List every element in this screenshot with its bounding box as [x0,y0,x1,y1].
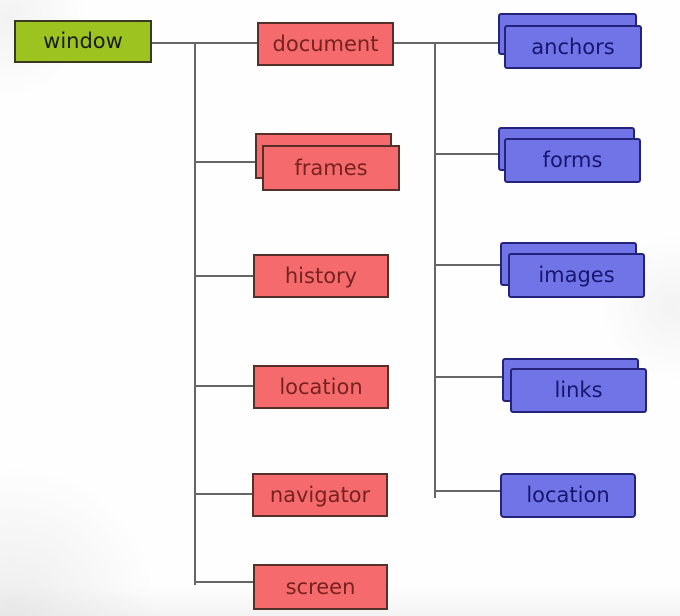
connector-trunk-to-history [194,275,253,277]
node-anchors: anchors [498,13,643,70]
node-location-label: location [279,374,363,399]
node-links-label: links [554,378,603,402]
node-document-label: document [272,31,379,56]
node-window: window [14,20,152,63]
node-frames: frames [255,133,401,192]
connector-trunk-to-forms [434,153,504,155]
node-screen: screen [253,564,388,610]
node-forms: forms [498,127,642,183]
connector-trunk-to-images [434,264,508,266]
connector-trunk-to-location2 [434,490,500,492]
node-history-label: history [284,263,358,288]
connector-document-to-anchors [394,42,504,44]
node-frames-label: frames [294,155,368,180]
connector-trunk-to-links [434,376,510,378]
node-navigator-label: navigator [269,482,371,507]
node-images-label: images [538,263,615,287]
node-anchors-label: anchors [531,34,615,59]
connector-trunk-to-frames [194,161,262,163]
node-screen-label: screen [285,574,356,599]
connector-trunk-to-navigator [194,493,252,495]
node-images: images [500,242,646,299]
node-document-location: location [500,473,636,518]
node-window-label: window [43,29,123,53]
node-document: document [257,22,394,66]
node-history: history [253,254,389,298]
connector-right-trunk [434,42,436,498]
node-links: links [502,358,648,414]
connector-left-trunk [194,42,196,585]
connector-trunk-to-location [194,385,253,387]
node-navigator: navigator [252,473,388,517]
node-forms-label: forms [542,148,603,172]
connector-trunk-to-screen [194,581,253,583]
node-location: location [253,365,389,409]
connector-window-to-document [152,42,257,44]
node-document-location-label: location [526,483,610,507]
